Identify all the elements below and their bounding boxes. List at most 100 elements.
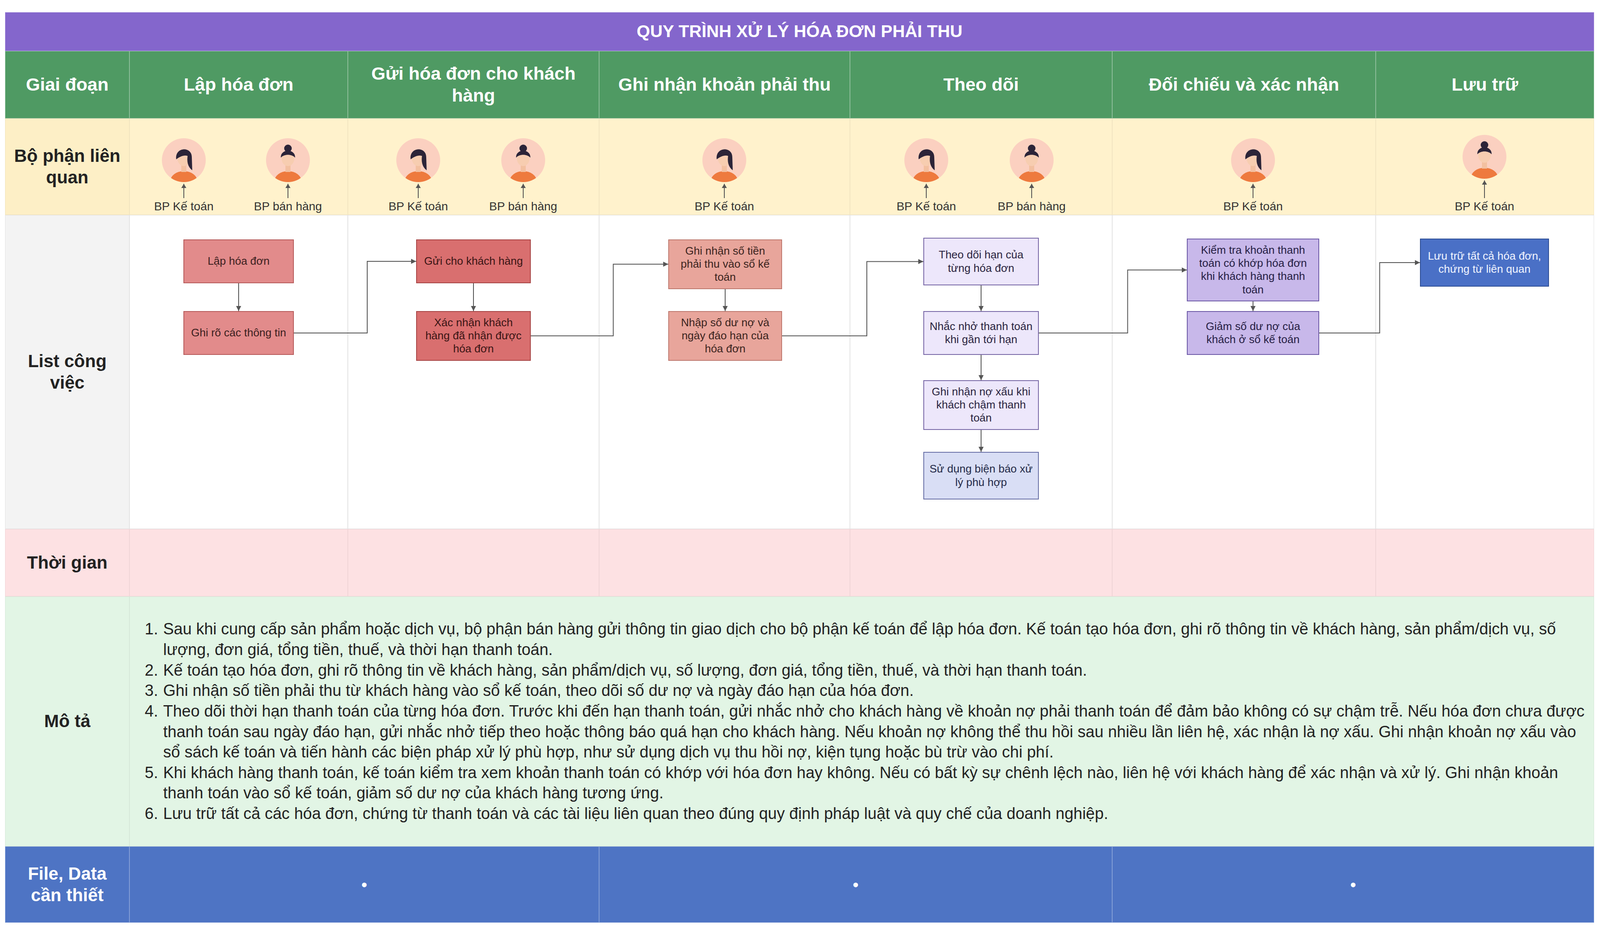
time-cell bbox=[599, 529, 850, 597]
accountant-avatar bbox=[702, 138, 747, 192]
connector bbox=[473, 283, 474, 312]
row-heading-cell: File, Data cần thiết bbox=[5, 846, 130, 923]
item-number: 6. bbox=[137, 803, 164, 825]
process-box: Ghi rõ các thông tin bbox=[183, 311, 294, 355]
process-text-group: Giảm số dư nợ của khách ở sổ kế toán bbox=[1192, 320, 1314, 347]
connector bbox=[980, 285, 982, 312]
accountant-avatar bbox=[1231, 138, 1275, 192]
accountant-avatar bbox=[904, 138, 949, 192]
accountant-avatar bbox=[396, 138, 441, 192]
process-box: Gửi cho khách hàng bbox=[416, 239, 531, 284]
process-text-group: Nhập số dư nợ và ngày đáo hạn của hóa đơ… bbox=[674, 316, 777, 356]
process-box: Giảm số dư nợ của khách ở sổ kế toán bbox=[1186, 311, 1320, 355]
stage-heading-cell: Theo dõi bbox=[849, 51, 1113, 119]
item-number: 1. bbox=[137, 618, 164, 660]
process-text-group: Sử dụng biện báo xử lý phù hợp bbox=[929, 462, 1033, 489]
process-label: Ghi nhận số tiền phải thu vào sổ kế toán bbox=[674, 244, 777, 285]
department-label: BP Kế toán bbox=[120, 199, 248, 214]
process-label: Giảm số dư nợ của khách ở sổ kế toán bbox=[1192, 320, 1314, 347]
bullet: • bbox=[852, 874, 859, 896]
stage-heading-cell: Lập hóa đơn bbox=[129, 51, 348, 119]
process-box: Nhắc nhở thanh toán khi gần tới hạn bbox=[923, 311, 1039, 355]
process-label: Sử dụng biện báo xử lý phù hợp bbox=[929, 462, 1033, 489]
row-heading: Thời gian bbox=[26, 552, 108, 574]
department-label: BP bán hàng bbox=[224, 199, 352, 214]
stage-heading: Lưu trữ bbox=[1451, 73, 1519, 96]
process-label: Ghi rõ các thông tin bbox=[190, 326, 286, 340]
pointer-line bbox=[1484, 180, 1485, 199]
pointer-line bbox=[1031, 183, 1033, 199]
pointer-line bbox=[417, 183, 419, 199]
process-box: Xác nhận khách hàng đã nhận được hóa đơn bbox=[416, 311, 531, 361]
row-heading: List công việc bbox=[10, 350, 124, 394]
process-text-group: Theo dõi hạn của từng hóa đơn bbox=[929, 248, 1033, 275]
diagram-title: QUY TRÌNH XỬ LÝ HÓA ĐƠN PHẢI THU bbox=[636, 21, 963, 42]
stage-heading: Ghi nhận khoản phải thu bbox=[618, 73, 831, 96]
description-item: 4.Theo dõi thời hạn thanh toán của từng … bbox=[137, 701, 1588, 763]
bullet-cell: • bbox=[1112, 846, 1595, 923]
description-item: 5.Khi khách hàng thanh toán, kế toán kiể… bbox=[137, 762, 1588, 804]
process-label: Nhắc nhở thanh toán khi gần tới hạn bbox=[929, 320, 1033, 347]
time-cell bbox=[347, 529, 600, 597]
process-label: Gửi cho khách hàng bbox=[424, 254, 523, 268]
item-text: Sau khi cung cấp sản phẩm hoặc dịch vụ, … bbox=[163, 618, 1588, 660]
department-cell bbox=[347, 118, 600, 216]
department-label: BP bán hàng bbox=[459, 199, 587, 214]
row-heading-cell: Bộ phận liên quan bbox=[5, 118, 130, 216]
row-heading: Giai đoạn bbox=[26, 73, 109, 96]
department-label: BP Kế toán bbox=[354, 199, 482, 214]
department-label: BP bán hàng bbox=[968, 199, 1095, 214]
row-heading: File, Data cần thiết bbox=[10, 863, 124, 907]
process-box: Nhập số dư nợ và ngày đáo hạn của hóa đơ… bbox=[668, 311, 783, 361]
sales-avatar bbox=[501, 138, 546, 192]
process-text-group: Xác nhận khách hàng đã nhận được hóa đơn bbox=[422, 316, 525, 356]
process-label: Xác nhận khách hàng đã nhận được hóa đơn bbox=[422, 316, 525, 356]
process-text-group: Kiểm tra khoản thanh toán có khớp hóa đơ… bbox=[1192, 243, 1314, 297]
department-cell bbox=[849, 118, 1113, 216]
process-text-group: Ghi rõ các thông tin bbox=[190, 326, 286, 340]
pointer-line bbox=[1252, 183, 1254, 199]
process-label: Kiểm tra khoản thanh toán có khớp hóa đơ… bbox=[1192, 243, 1314, 297]
process-box: Ghi nhận số tiền phải thu vào sổ kế toán bbox=[668, 239, 783, 290]
item-text: Theo dõi thời hạn thanh toán của từng hó… bbox=[163, 701, 1588, 763]
process-box: Lập hóa đơn bbox=[183, 239, 294, 284]
item-number: 3. bbox=[137, 680, 164, 702]
process-label: Ghi nhận nợ xấu khi khách chậm thanh toá… bbox=[929, 385, 1033, 425]
pointer-line bbox=[925, 183, 927, 199]
pointer-line bbox=[183, 183, 185, 199]
pointer-line bbox=[287, 183, 289, 199]
item-number: 2. bbox=[137, 660, 164, 681]
stage-heading-cell: Lưu trữ bbox=[1375, 51, 1595, 119]
department-label: BP Kế toán bbox=[1421, 199, 1548, 214]
time-cell bbox=[849, 529, 1113, 597]
process-box: Lưu trữ tất cả hóa đơn, chứng từ liên qu… bbox=[1419, 238, 1549, 287]
time-cell bbox=[129, 529, 348, 597]
process-box: Ghi nhận nợ xấu khi khách chậm thanh toá… bbox=[923, 380, 1039, 431]
stage-heading: Đối chiếu và xác nhận bbox=[1148, 73, 1340, 96]
bullet-cell: • bbox=[599, 846, 1113, 923]
process-label: Theo dõi hạn của từng hóa đơn bbox=[929, 248, 1033, 275]
time-cell bbox=[1112, 529, 1376, 597]
row-heading-cell: List công việc bbox=[5, 215, 130, 530]
item-number: 4. bbox=[137, 701, 164, 763]
description-item: 6.Lưu trữ tất cả các hóa đơn, chứng từ t… bbox=[137, 803, 1588, 825]
accountant-avatar bbox=[1462, 134, 1507, 189]
stage-heading: Lập hóa đơn bbox=[183, 73, 294, 96]
process-text-group: Gửi cho khách hàng bbox=[424, 254, 523, 268]
process-box: Theo dõi hạn của từng hóa đơn bbox=[923, 237, 1039, 286]
diagram-title-cell: QUY TRÌNH XỬ LÝ HÓA ĐƠN PHẢI THU bbox=[5, 12, 1595, 52]
description-list: 1.Sau khi cung cấp sản phẩm hoặc dịch vụ… bbox=[137, 596, 1588, 847]
item-text: Lưu trữ tất cả các hóa đơn, chứng từ tha… bbox=[163, 803, 1588, 825]
accountant-avatar bbox=[161, 138, 206, 192]
sales-avatar bbox=[1009, 138, 1054, 192]
process-label: Lưu trữ tất cả hóa đơn, chứng từ liên qu… bbox=[1425, 249, 1544, 276]
pointer-line bbox=[723, 183, 725, 199]
row-label-cell bbox=[5, 846, 130, 923]
stage-heading: Gửi hóa đơn cho khách hàng bbox=[353, 62, 594, 107]
stage-heading-cell: Ghi nhận khoản phải thu bbox=[599, 51, 850, 119]
connector bbox=[980, 354, 982, 381]
process-text-group: Nhắc nhở thanh toán khi gần tới hạn bbox=[929, 320, 1033, 347]
avatar-pointers bbox=[183, 180, 1485, 199]
connector bbox=[782, 261, 924, 337]
process-label: Nhập số dư nợ và ngày đáo hạn của hóa đơ… bbox=[674, 316, 777, 356]
